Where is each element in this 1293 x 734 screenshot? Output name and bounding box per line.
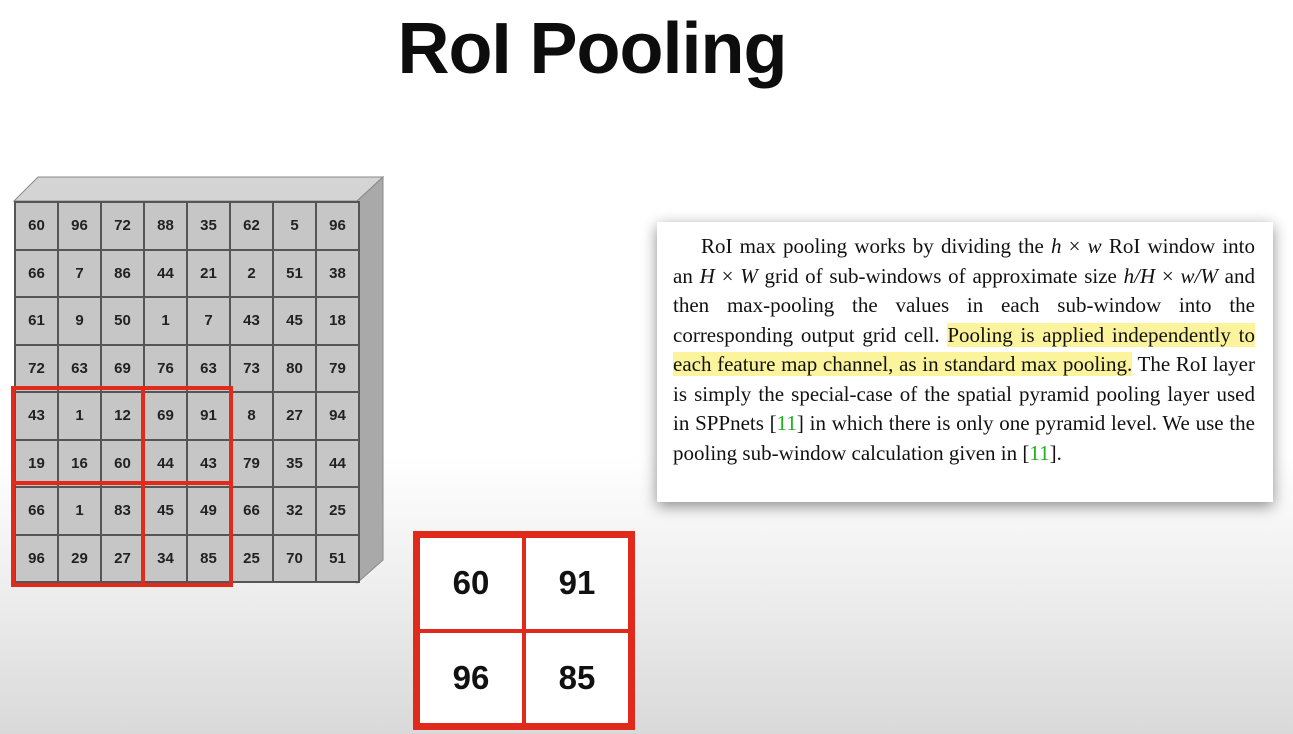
feature-map-cell: 25 [230,534,273,582]
feature-map-cell: 7 [187,297,230,345]
excerpt-text: ]. [1049,440,1062,465]
roi-window-outline [11,386,233,587]
feature-map-cell: 62 [230,202,273,250]
excerpt-text: and then max-pooling the values in each … [673,263,1255,347]
feature-map-cell: 2 [230,249,273,297]
feature-map-cell: 27 [101,534,144,582]
excerpt-text: ] in which there is only one pyramid lev… [673,411,1255,465]
math-var: h/H [1123,263,1156,288]
feature-map-cell: 96 [58,202,101,250]
feature-map-cell: 70 [273,534,316,582]
excerpt-paragraph: RoI max pooling works by dividing the h … [673,232,1255,468]
feature-map-cell: 50 [101,297,144,345]
feature-map-cell: 79 [230,439,273,487]
feature-map-cell: 43 [15,392,58,440]
feature-map-cell: 96 [15,534,58,582]
excerpt-text: RoI max pooling works by dividing the [701,234,1051,258]
feature-map-cell: 5 [273,202,316,250]
feature-map-cell: 12 [101,392,144,440]
math-times: × [1155,263,1181,288]
excerpt-text: grid of sub-windows of approximate size [757,263,1124,288]
math-var: H [699,263,715,288]
feature-map-cell: 16 [58,439,101,487]
feature-map-cell: 66 [230,487,273,535]
math-var: W [740,263,758,288]
feature-map-cell: 79 [316,344,359,392]
feature-map-cell: 63 [187,344,230,392]
feature-map-cell: 72 [15,344,58,392]
feature-map-cell: 9 [58,297,101,345]
feature-map-cell: 32 [273,487,316,535]
feature-map-cell: 43 [187,439,230,487]
feature-map-cell: 44 [316,439,359,487]
feature-map-cell: 29 [58,534,101,582]
feature-map-cell: 91 [187,392,230,440]
feature-map-cell: 35 [187,202,230,250]
feature-map-cell: 63 [58,344,101,392]
feature-map-cell: 44 [144,439,187,487]
feature-map-cell: 25 [316,487,359,535]
math-var: h [1050,234,1062,258]
feature-map-cube-3d [12,175,385,585]
slide-title: RoI Pooling [397,9,788,89]
feature-map-cell: 76 [144,344,187,392]
feature-map-cell: 66 [15,487,58,535]
feature-map-cell: 1 [144,297,187,345]
paper-excerpt: RoI max pooling works by dividing the h … [657,222,1273,502]
feature-map-cell: 60 [15,202,58,250]
math-var: w [1087,234,1102,258]
pooled-output-cell: 85 [524,630,630,725]
feature-map-cell: 83 [101,487,144,535]
feature-map-cell: 73 [230,344,273,392]
cube-top-face [12,176,385,202]
feature-map-cell: 43 [230,297,273,345]
feature-map-cell: 1 [58,487,101,535]
pooled-output-cell: 60 [418,536,524,631]
feature-map-cell: 60 [101,439,144,487]
cube-side-face [356,175,384,585]
feature-map-cell: 61 [15,297,58,345]
feature-map-cell: 94 [316,392,359,440]
feature-map-cell: 69 [144,392,187,440]
feature-map-cell: 80 [273,344,316,392]
feature-map-cell: 1 [58,392,101,440]
pooled-output-cell: 96 [418,630,524,725]
roi-subwindow-divider-horizontal [11,481,233,485]
feature-map-cell: 88 [144,202,187,250]
excerpt-text: RoI window into an [673,234,1255,288]
feature-map-cell: 21 [187,249,230,297]
feature-map-cell: 45 [273,297,316,345]
feature-map-cell: 51 [273,249,316,297]
feature-map-cell: 45 [144,487,187,535]
pooled-output-cell: 91 [524,536,630,631]
feature-map-cell: 51 [316,534,359,582]
highlighted-sentence: Pooling is applied independently to each… [673,322,1255,376]
feature-map-cell: 19 [15,439,58,487]
feature-map-cell: 27 [273,392,316,440]
feature-map-cell: 35 [273,439,316,487]
feature-map-cell: 66 [15,249,58,297]
feature-map-cell: 86 [101,249,144,297]
math-times: × [714,263,741,288]
math-times: × [1061,234,1088,258]
feature-map-cell: 96 [316,202,359,250]
feature-map-cell: 69 [101,344,144,392]
feature-map-cell: 44 [144,249,187,297]
excerpt-text: The RoI layer is simply the special-case… [673,352,1255,435]
feature-map-cell: 8 [230,392,273,440]
feature-map-cell: 72 [101,202,144,250]
citation-link[interactable]: 11 [1029,440,1050,465]
roi-subwindow-divider-vertical [141,386,145,587]
math-var: w/W [1180,263,1218,288]
citation-link[interactable]: 11 [776,411,797,435]
feature-map-cell: 38 [316,249,359,297]
feature-map-cell: 18 [316,297,359,345]
feature-map-cell: 7 [58,249,101,297]
